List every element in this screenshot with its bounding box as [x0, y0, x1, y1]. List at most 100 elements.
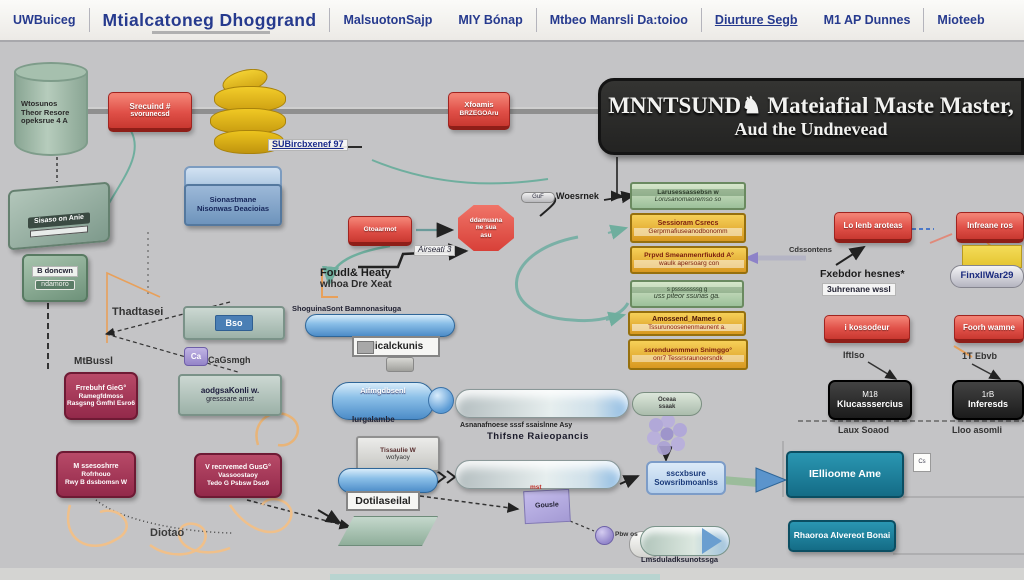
- node-srecuind[interactable]: Srecuind # svorunecsd: [108, 92, 192, 132]
- node-label: Lo lenb aroteas: [843, 221, 903, 231]
- node-1rb[interactable]: 1rB Inferesds: [952, 380, 1024, 420]
- database-cylinder-top: [14, 62, 88, 82]
- label-foudl: Foudl& Heaty wlhoa Dre Xeat: [320, 267, 392, 290]
- ca-icon: Ca: [184, 347, 208, 366]
- pipe-arrowhead: [755, 467, 788, 493]
- label-iftlso: Iftlso: [843, 350, 865, 360]
- node-label: Rofrhouo: [81, 471, 111, 479]
- node-label: Amossend_Mames o: [652, 315, 722, 323]
- database-cylinder[interactable]: Wtosunos Theor Resore opeksrue 4 A: [14, 72, 88, 156]
- node-label: Aifmgdbsenl: [360, 386, 406, 395]
- menu-item-miy-bonap[interactable]: MIY Bónap: [458, 13, 523, 27]
- node-inbox-tray[interactable]: Sionastmane Nisonwas Deacioias: [184, 184, 282, 226]
- banner-line1: MNNTSUND♞ Mateiafial Maste Master,: [608, 92, 1014, 118]
- menu-item-uwbuiceg[interactable]: UWBuiceg: [13, 13, 76, 27]
- sticky-note[interactable]: Gousle: [523, 488, 571, 525]
- node-m18[interactable]: M18 Klucasssercius: [828, 380, 912, 420]
- label-laux: Laux Soaod: [838, 425, 890, 435]
- menu-item-m1-ap-dunnes[interactable]: M1 AP Dunnes: [823, 13, 911, 27]
- big-pill-2[interactable]: [455, 460, 621, 489]
- cylinder-label: opeksrue 4 A: [21, 116, 68, 126]
- blue-pill-1[interactable]: [305, 314, 455, 337]
- label-cdssontens: Cdssontens: [789, 245, 832, 254]
- bso-badge: Bso: [215, 314, 253, 332]
- node-label: Larusessassebsn w: [632, 188, 744, 196]
- node-infreane[interactable]: Infreane ros: [956, 212, 1024, 243]
- node-label: ssrenduenmmen Snimggo°: [643, 346, 733, 354]
- node-label: Inferesds: [967, 399, 1009, 410]
- stack-box-2[interactable]: Sessioram Csrecs Gerprmafiuseanodbonomm: [630, 213, 746, 243]
- node-sscxbsure[interactable]: sscxbsure Sowsribmoanlss: [646, 461, 726, 495]
- menu-item-mtbeo-manrsli[interactable]: Mtbeo Manrsli Da:toioo: [549, 13, 688, 27]
- cs-icon-label: Cs: [918, 459, 926, 466]
- node-maroon-3[interactable]: V recrvemed GusG° Vassoostaoy Tedo G Psb…: [194, 453, 282, 498]
- node-foorh[interactable]: Foorh wamne: [954, 315, 1024, 343]
- green-slab[interactable]: [338, 516, 438, 546]
- menu-divider: [88, 8, 90, 32]
- label-iurgalambe: Iurgalambe: [352, 415, 395, 424]
- node-label: svorunecsd: [130, 111, 170, 119]
- label-line: wlhoa Dre Xeat: [320, 279, 392, 291]
- node-kossodeur[interactable]: i kossodeur: [824, 315, 910, 343]
- node-octagon[interactable]: ddamuana ne sua asu: [458, 205, 514, 251]
- node-green-square[interactable]: B doncwn ndamoro: [22, 254, 88, 302]
- node-label: Rasgsng Gmfhl Esro6: [67, 400, 135, 408]
- menu-divider: [329, 8, 331, 32]
- node-rhaoroa[interactable]: Rhaoroa Alvereot Bonai: [788, 520, 896, 552]
- node-label: ndamoro: [35, 279, 75, 290]
- node-label: Srecuind #: [129, 101, 171, 111]
- title-banner: MNNTSUND♞ Mateiafial Maste Master, Aud t…: [598, 78, 1024, 155]
- node-label: M ssesoshrre: [73, 463, 119, 470]
- menu-item-mioteeb[interactable]: Mioteeb: [937, 13, 985, 27]
- menu-item-malsuotonsajp[interactable]: MalsuotonSajp: [343, 13, 433, 27]
- node-maroon-1[interactable]: Frrebuhf GieG° Ramegfdmoss Rasgsng Gmfhl…: [64, 372, 138, 420]
- tray-label: Sionastmane: [209, 195, 257, 205]
- label-shoguina: ShoguinaSont Bamnonasituga: [292, 304, 402, 313]
- node-maroon-2[interactable]: M ssesoshrre Rofrhouo Rwy B dssbomsn W: [56, 451, 136, 498]
- pencil-arrow-tip: [744, 252, 758, 264]
- node-finxllwar[interactable]: FinxllWar29: [950, 265, 1024, 288]
- machine-device[interactable]: Sisaso on Anie: [8, 181, 110, 251]
- node-oceaa-pill[interactable]: Oceaa ssaak: [632, 392, 702, 416]
- node-dotilaseilal[interactable]: Dotilaseilal: [346, 491, 420, 511]
- node-label: Frrebuhf GieG°: [75, 384, 127, 392]
- node-grey-bar-2[interactable]: aodgsaKonli w. gresssare amst: [178, 374, 282, 416]
- menu-item-diurture-segb[interactable]: Diurture Segb: [714, 13, 798, 27]
- stack-box-5[interactable]: Amossend_Mames o Tssurunoosenenmaunent a…: [628, 311, 746, 336]
- node-xfoamis[interactable]: Xfoamis BRZEGOAru: [448, 92, 510, 130]
- node-label: dicalckunis: [368, 340, 424, 352]
- menu-item-diagram-title[interactable]: Mtialcatoneg Dhoggrand: [102, 9, 317, 30]
- node-iellioome[interactable]: IEllioome Ame: [786, 451, 904, 498]
- node-label: s pssssssssg g: [632, 286, 742, 294]
- node-dicalckunis[interactable]: dicalckunis: [352, 336, 440, 357]
- label-thadtasei: Thadtasei: [112, 306, 164, 318]
- node-label: Rhaoroa Alvereot Bonai: [793, 530, 891, 541]
- document-stack-icon: [210, 108, 286, 134]
- orange-scribbles: [66, 412, 300, 556]
- node-gtoaarmot[interactable]: Gtoaarmot: [348, 216, 412, 246]
- pedestal-decoration: [386, 357, 414, 372]
- stack-box-1[interactable]: Larusessassebsn w Lorusanomaoremso so: [630, 182, 746, 210]
- note-label: Gousle: [534, 501, 559, 511]
- big-pill-1[interactable]: [455, 389, 629, 418]
- label-cagsmgh: CaGsmgh: [208, 355, 251, 365]
- node-label: Xfoamis: [464, 100, 494, 110]
- node-label: Vassoostaoy: [218, 472, 258, 480]
- blue-sphere-icon: [428, 387, 454, 414]
- stack-box-4[interactable]: s pssssssssg g uss piteor ssunas ga.: [630, 280, 744, 308]
- cs-page-icon: Cs: [913, 453, 931, 472]
- node-label: uss piteor ssunas ga.: [653, 293, 721, 301]
- node-lo-lenb[interactable]: Lo lenb aroteas: [834, 212, 912, 243]
- label-woesrnek: Woesrnek: [556, 191, 599, 201]
- node-bso-bar[interactable]: Bso: [183, 306, 285, 340]
- label-subircbxenef: SUBircbxenef 97: [268, 139, 348, 151]
- label-pbw: Pbw os: [615, 531, 638, 538]
- teal-pill-arrowhead: [702, 528, 722, 554]
- blue-pill-3[interactable]: [338, 468, 438, 493]
- stack-box-3[interactable]: Prpvd Smeanmenrfiukdd A° waulk apersoarg…: [630, 246, 748, 274]
- node-label: Dotilaseilal: [355, 494, 411, 507]
- node-tissaulie-box[interactable]: Tissaulie W wofyaoy: [356, 436, 440, 472]
- stack-box-6[interactable]: ssrenduenmmen Snimggo° onr7 Tessrsraunoe…: [628, 339, 748, 370]
- node-label: Ramegfdmoss: [78, 392, 124, 400]
- menu-divider: [923, 8, 925, 32]
